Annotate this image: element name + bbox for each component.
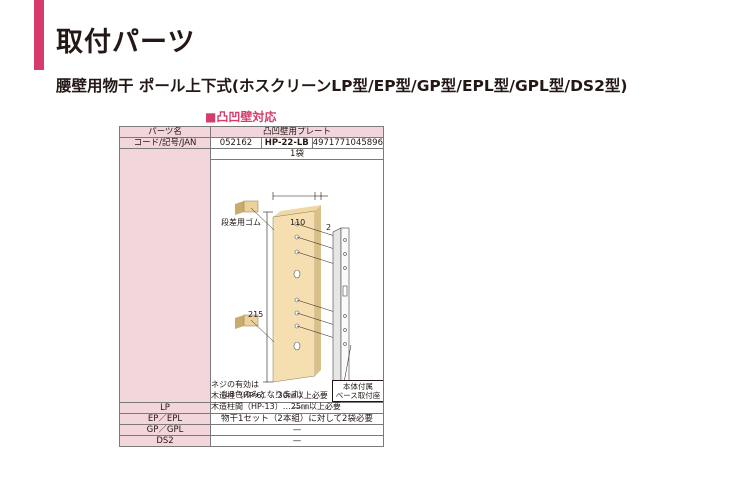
table-row: GP／GPL — (119, 424, 384, 436)
rubber-label: 段差用ゴム (221, 218, 261, 227)
quantity-value: 1袋 (210, 148, 384, 160)
parts-name-label: パーツ名 (119, 126, 211, 138)
color-note: （LB色のみとなります） (217, 390, 307, 399)
plate-diagram: 段差用ゴム 110 2 215 （LB色のみとなります） 本体付属 ベース取付座 (212, 161, 383, 402)
width-dimension-label: 110 (290, 218, 306, 227)
parts-name-value: 凸凹壁用プレート (210, 126, 384, 138)
diagram-cell: 段差用ゴム 110 2 215 （LB色のみとなります） 本体付属 ベース取付座 (210, 159, 384, 403)
rubber-pad-top (235, 200, 259, 215)
callout-line-2: ベース取付座 (335, 391, 381, 400)
base-mount-callout: 本体付属 ベース取付座 (332, 380, 383, 402)
jan-value: 4971771045896 (311, 138, 383, 148)
row-label: DS2 (119, 435, 211, 447)
table-row: 段差用ゴム 110 2 215 （LB色のみとなります） 本体付属 ベース取付座 (120, 159, 384, 403)
code-label: コード/記号/JAN (119, 137, 211, 149)
height-dimension (263, 211, 273, 383)
table-row: EP／EPL 物干1セット（2本組）に対して2袋必要 (119, 413, 384, 425)
title-accent-bar (34, 0, 44, 70)
row-value: — (210, 435, 384, 447)
row-label: EP／EPL (119, 413, 211, 425)
page-subtitle: 腰壁用物干 ポール上下式(ホスクリーンLP型/EP型/GP型/EPL型/GPL型… (56, 77, 628, 95)
row-label: LP (119, 402, 211, 414)
screw-note-line-2: 木造柱（HP-6）…30㎜以上必要 (211, 391, 328, 400)
width-dimension (272, 192, 328, 200)
rubber-pad-bottom (235, 314, 259, 329)
table-row: パーツ名 凸凹壁用プレート (119, 126, 384, 138)
plate-holes (293, 221, 301, 351)
height-dimension-label: 215 (248, 310, 264, 319)
row-value: — (210, 424, 384, 436)
screw-note: ネジの有効は 木造柱（HP-6）…30㎜以上必要 木造柱間（HP-13）…25㎜… (211, 379, 341, 412)
plate-shape (272, 205, 321, 383)
base-mount (332, 227, 350, 389)
row-value: 物干1セット（2本組）に対して2袋必要 (210, 413, 384, 425)
blank-label-cell (119, 148, 211, 403)
screw-note-line-1: ネジの有効は (211, 380, 259, 389)
screw-note-line-3: 木造柱間（HP-13）…25㎜以上必要 (211, 402, 341, 411)
page-title: 取付パーツ (56, 27, 196, 58)
table-row: DS2 — (119, 435, 384, 447)
table-row: 1袋 (119, 148, 384, 403)
section-label: ■凸凹壁対応 (205, 110, 277, 124)
table-row: コード/記号/JAN 052162 HP-22-LB 4971771045896 (119, 137, 384, 149)
callout-line-1: 本体付属 (343, 382, 373, 391)
row-label: GP／GPL (119, 424, 211, 436)
code-value: 052162 (219, 138, 253, 148)
code-cell: 052162 HP-22-LB 4971771045896 (210, 137, 384, 149)
thickness-dimension-label: 2 (326, 223, 332, 232)
parts-spec-table: パーツ名 凸凹壁用プレート コード/記号/JAN 052162 HP-22-LB… (119, 126, 384, 447)
symbol-value: HP-22-LB (260, 138, 312, 148)
